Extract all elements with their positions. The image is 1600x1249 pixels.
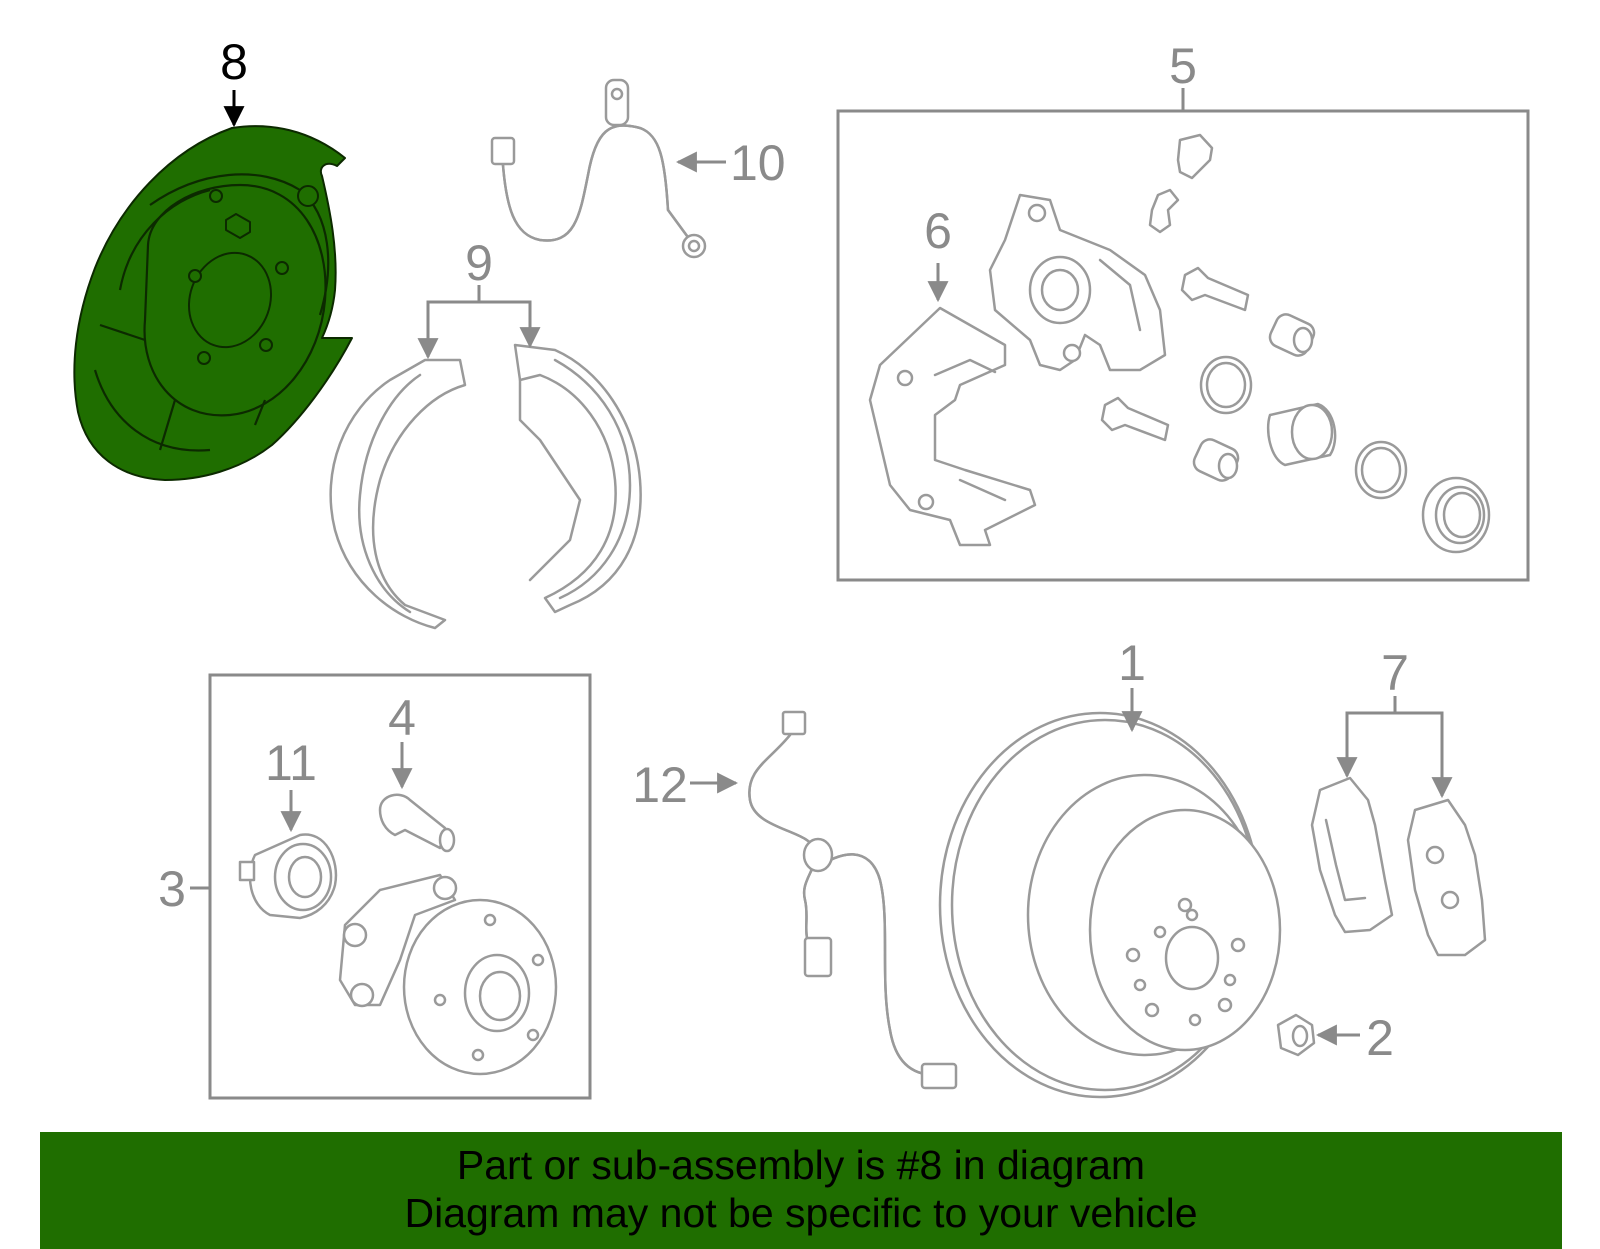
callout-5-label: 5 — [1169, 38, 1197, 94]
part-hub-flange[interactable] — [338, 873, 558, 1076]
callout-8-label: 8 — [220, 34, 248, 90]
part-10-brake-hose[interactable] — [490, 78, 707, 259]
part-12-abs-sensor[interactable] — [748, 710, 958, 1090]
part-9-parking-brake-shoes[interactable] — [329, 343, 642, 630]
part-piston[interactable] — [1266, 402, 1337, 467]
part-bushing-lower[interactable] — [1191, 436, 1242, 484]
callout-12-label: 12 — [632, 757, 688, 813]
callout-1-label: 1 — [1118, 635, 1146, 691]
callout-6-label: 6 — [924, 203, 952, 259]
banner-disclaimer: Diagram may not be specific to your vehi… — [404, 1190, 1198, 1236]
part-bleeder-screw[interactable] — [1148, 188, 1180, 234]
callout-4-label: 4 — [388, 690, 416, 746]
part-piston-ring[interactable] — [1354, 440, 1408, 500]
part-7-brake-pads[interactable] — [1310, 776, 1487, 957]
part-bleeder-cap[interactable] — [1176, 133, 1214, 180]
part-piston-boot[interactable] — [1421, 476, 1491, 554]
part-caliper-body[interactable] — [988, 193, 1167, 372]
part-6-caliper-bracket[interactable] — [868, 306, 1037, 547]
part-8-dust-shield[interactable] — [73, 125, 353, 481]
info-banner: Part or sub-assembly is #8 in diagram Di… — [40, 1132, 1562, 1249]
callout-2-label: 2 — [1366, 1010, 1394, 1066]
part-4-hub-bolt[interactable] — [378, 793, 456, 853]
callout-7-label: 7 — [1381, 645, 1409, 701]
callout-9-label: 9 — [465, 235, 493, 291]
part-2-hub-nut[interactable] — [1276, 1013, 1316, 1057]
callout-3-label: 3 — [158, 861, 186, 917]
part-11-wheel-bearing[interactable] — [238, 833, 338, 920]
callout-7-bracket — [1345, 711, 1444, 795]
callout-11-label: 11 — [265, 735, 317, 791]
part-1-brake-rotor[interactable] — [938, 711, 1282, 1099]
banner-part-note: Part or sub-assembly is #8 in diagram — [456, 1142, 1146, 1188]
part-guide-bolt-upper[interactable] — [1180, 266, 1250, 312]
part-piston-seal[interactable] — [1199, 355, 1253, 415]
part-guide-bolt-lower[interactable] — [1100, 396, 1170, 442]
callout-10-label: 10 — [730, 135, 786, 191]
part-bushing-upper[interactable] — [1267, 311, 1318, 359]
